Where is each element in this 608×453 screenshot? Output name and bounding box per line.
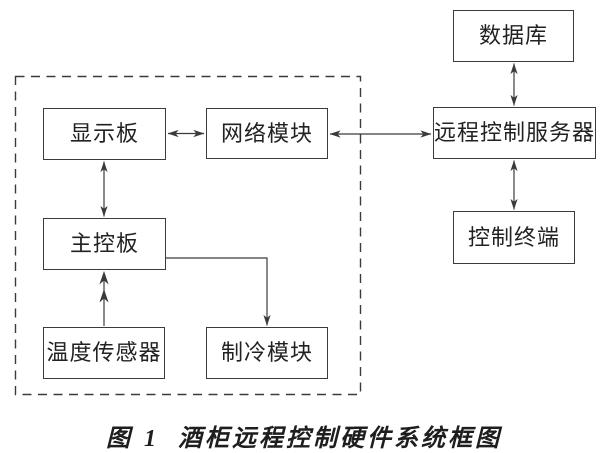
node-display-board: 显示板 <box>43 108 166 160</box>
node-remote-control-server-label: 远程控制服务器 <box>434 120 596 145</box>
node-remote-control-server: 远程控制服务器 <box>433 107 596 159</box>
figure-caption-title: 酒柜远程控制硬件系统框图 <box>178 426 502 452</box>
node-main-control-board: 主控板 <box>43 218 166 270</box>
node-network-module: 网络模块 <box>206 108 328 159</box>
node-temperature-sensor: 温度传感器 <box>43 327 165 379</box>
node-display-board-label: 显示板 <box>69 121 139 146</box>
node-control-terminal-label: 控制终端 <box>467 224 560 250</box>
node-cooling-module: 制冷模块 <box>206 327 328 379</box>
figure-caption: 图 1 酒柜远程控制硬件系统框图 <box>0 418 608 453</box>
node-network-module-label: 网络模块 <box>220 120 313 146</box>
node-cooling-module-label: 制冷模块 <box>220 340 313 365</box>
cabinet-dashed-boundary <box>14 75 362 396</box>
node-database: 数据库 <box>453 10 574 62</box>
node-database-label: 数据库 <box>478 23 548 48</box>
node-control-terminal: 控制终端 <box>453 211 575 264</box>
arrow-temp-main-chevron-2 <box>99 289 109 303</box>
node-main-control-board-label: 主控板 <box>69 231 139 256</box>
arrow-temp-main-chevron-1 <box>99 271 109 285</box>
node-temperature-sensor-label: 温度传感器 <box>46 340 162 365</box>
arrow-main-cooling <box>166 257 271 326</box>
figure-caption-number: 图 1 <box>106 426 160 452</box>
